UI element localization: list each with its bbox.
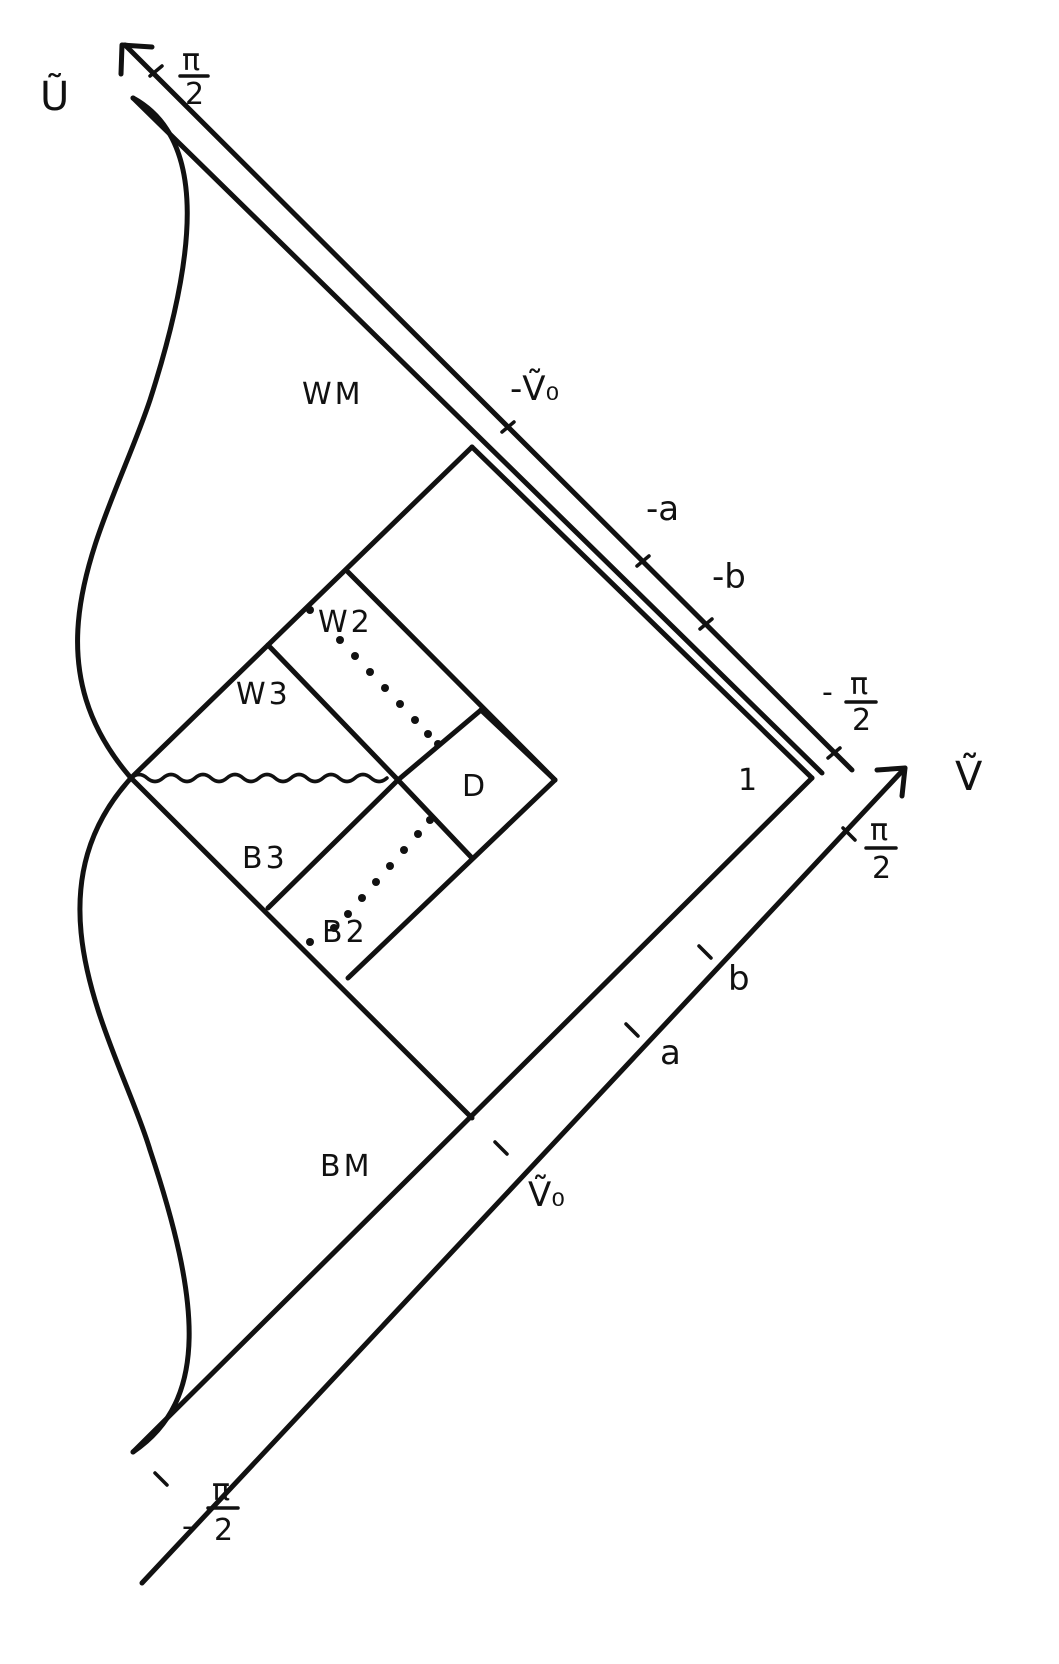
region-label-one: 1 <box>738 763 760 798</box>
frac-sign: - <box>182 1509 193 1544</box>
line-upper-right-edge <box>469 444 815 781</box>
frac-numerator: π <box>850 667 868 702</box>
region-label-w3: W3 <box>236 677 291 712</box>
v-tick-label-minus-pi-over-2: - π 2 <box>182 1473 240 1548</box>
line-b3-divider <box>265 777 401 911</box>
v-tick-label-v0: Ṽ₀ <box>528 1174 565 1215</box>
tick-v-v0 <box>493 1140 509 1156</box>
wavy-singularity-line <box>129 772 389 784</box>
v-axis-arrowhead <box>874 765 908 799</box>
region-label-b3: B3 <box>242 841 288 876</box>
outer-boundary <box>75 95 825 1455</box>
frac-denominator: 2 <box>872 851 891 886</box>
v-axis-ticks <box>153 826 857 1487</box>
frac-numerator: π <box>870 813 888 848</box>
u-tick-label-minus-pi-over-2: - π 2 <box>822 667 878 738</box>
frac-denominator: 2 <box>852 703 871 738</box>
tick-u-minus-pi-over-2 <box>826 746 842 760</box>
inner-structure <box>128 444 815 1121</box>
u-axis-label: Ũ <box>40 72 69 120</box>
v-tick-label-pi-over-2: π 2 <box>864 813 898 886</box>
future-horizon-line <box>130 95 825 776</box>
line-d-upper-right <box>478 707 558 783</box>
u-axis-ticks <box>148 64 842 760</box>
v-axis-label: Ṽ <box>955 751 983 800</box>
u-axis-line <box>122 42 855 773</box>
v-axis <box>139 765 908 1586</box>
line-b2-outer <box>345 777 558 981</box>
u-tick-label-pi-over-2: π 2 <box>178 43 210 112</box>
dotted-line-w2 <box>306 606 442 748</box>
region-label-bm: BM <box>320 1149 372 1184</box>
line-w3-divider <box>265 642 401 783</box>
u-tick-label-v0: -Ṽ₀ <box>510 368 559 409</box>
tick-u-b <box>698 617 714 631</box>
frac-sign: - <box>822 675 833 710</box>
tick-u-pi-over-2 <box>148 64 164 78</box>
tick-v-pi-over-2 <box>841 826 857 842</box>
lower-singularity-curve <box>77 775 192 1455</box>
tick-v-b <box>697 944 713 960</box>
region-label-wm: WM <box>302 377 364 412</box>
region-label-d: D <box>462 769 488 804</box>
frac-denominator: 2 <box>185 77 204 112</box>
u-tick-label-a: -a <box>646 489 679 529</box>
frac-numerator: π <box>212 1473 230 1508</box>
line-lower-left-edge <box>128 775 475 1121</box>
u-tick-label-b: -b <box>712 557 746 597</box>
u-axis <box>118 42 855 773</box>
dotted-line-b2 <box>306 816 434 946</box>
tick-u-v0 <box>500 420 516 434</box>
tick-v-minus-pi-over-2 <box>153 1471 169 1487</box>
line-d-lower-left <box>395 777 475 861</box>
region-label-w2: W2 <box>318 605 373 640</box>
frac-denominator: 2 <box>214 1513 233 1548</box>
region-label-b2: B2 <box>322 915 368 950</box>
upper-singularity-curve <box>75 95 190 781</box>
v-tick-label-b: b <box>728 959 750 999</box>
tick-v-a <box>624 1022 640 1038</box>
v-tick-label-a: a <box>660 1033 681 1073</box>
line-upper-left-edge <box>128 444 475 781</box>
u-axis-arrowhead <box>118 42 155 77</box>
v-axis-line <box>139 765 908 1586</box>
tick-u-a <box>635 554 651 568</box>
frac-numerator: π <box>182 43 200 78</box>
